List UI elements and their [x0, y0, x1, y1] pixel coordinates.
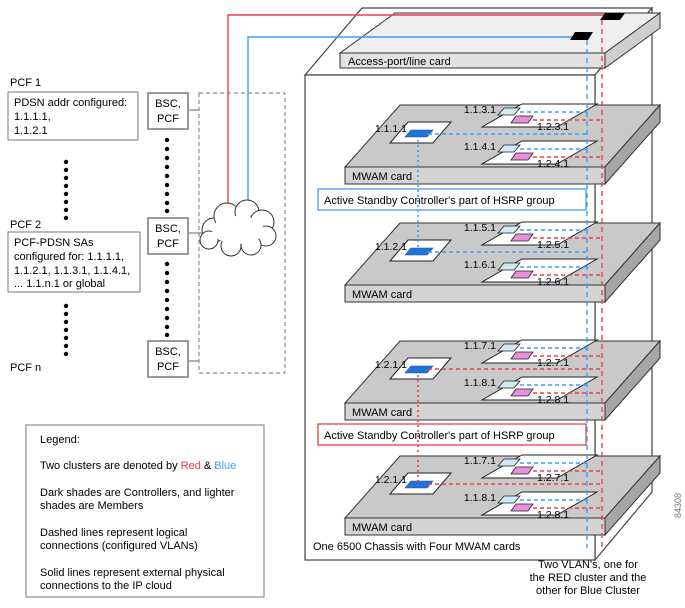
hsrp-red-box [317, 423, 587, 446]
card3-controller-ip: 1.2.1.1 [375, 359, 407, 371]
pcf1-label: PCF 1 [10, 77, 41, 89]
pcf-dots-2 [63, 303, 69, 357]
bsc2-line1: BSC, [155, 223, 181, 235]
bsc-box-3 [147, 340, 189, 378]
bsc1-line2: PCF [157, 113, 179, 125]
vlan-note-line2: the RED cluster and the [530, 572, 647, 584]
figure-number: 84308 [673, 493, 683, 518]
card2-controller-ip: 1.1.2.1 [375, 241, 407, 253]
vlan-note-line1: Two VLAN's, one for [538, 559, 638, 571]
card1-controller-ip: 1.1.1.1 [375, 123, 407, 135]
legend-clusters-line: Two clusters are denoted by Red & Blue [40, 460, 236, 472]
card3-member-a-blue-ip: 1.1.7.1 [464, 340, 496, 352]
card2-member-a-blue-ip: 1.1.5.1 [464, 222, 496, 234]
bsc3-line1: BSC, [155, 346, 181, 358]
red-uplink-port [600, 13, 625, 20]
ip-cloud [199, 199, 277, 257]
pcfn-label: PCF n [10, 362, 41, 374]
card1-member-a-blue-ip: 1.1.3.1 [464, 104, 496, 116]
card4-member-b-red-ip: 1.2.8.1 [537, 509, 569, 521]
pcf2-box [7, 231, 141, 293]
card4-member-a-blue-ip: 1.1.7.1 [464, 455, 496, 467]
legend-dashed-line2: connections (configured VLANs) [40, 540, 198, 552]
vlan-note-line3: other for Blue Cluster [536, 585, 640, 597]
card4-controller-ip: 1.2.1.1 [375, 474, 407, 486]
bsc-box-2 [147, 217, 189, 255]
pcf1-box-line1: PDSN addr configured: [14, 97, 127, 109]
card1-label: MWAM card [352, 171, 412, 183]
bsc2-line2: PCF [157, 238, 179, 250]
bsc-box-1 [147, 92, 189, 130]
card1-member-b-red-ip: 1.2.4.1 [537, 158, 569, 170]
hsrp-blue-label: Active Standby Controller's part of HSRP… [324, 195, 555, 207]
legend-box [25, 424, 265, 598]
hsrp-red-label: Active Standby Controller's part of HSRP… [324, 430, 555, 442]
card3-member-b-red-ip: 1.2.8.1 [537, 394, 569, 406]
legend-solid-line1: Solid lines represent external physical [40, 567, 225, 579]
pcf2-box-line3: 1.1.2.1, 1.1.3.1, 1.1.4.1, [14, 265, 130, 277]
legend-shades-line2: shades are Members [40, 500, 144, 512]
card2-member-a-red-ip: 1.2.5.1 [537, 239, 569, 251]
pcf2-label: PCF 2 [10, 219, 41, 231]
chassis-bottom-label: One 6500 Chassis with Four MWAM cards [313, 541, 521, 553]
card2-label: MWAM card [352, 289, 412, 301]
legend-solid-line2: connections to the IP cloud [40, 580, 172, 592]
blue-physical-line [247, 36, 578, 212]
red-physical-line [227, 14, 608, 216]
legend-dashed-line1: Dashed lines represent logical [40, 527, 187, 539]
card2-member-b-red-ip: 1.2.6.1 [537, 276, 569, 288]
pcf1-box-line2: 1.1.1.1, [14, 111, 51, 123]
card3-member-a-red-ip: 1.2.7.1 [537, 357, 569, 369]
bsc1-line1: BSC, [155, 98, 181, 110]
card2-member-b-blue-ip: 1.1.6.1 [464, 259, 496, 271]
card3-member-b-blue-ip: 1.1.8.1 [464, 377, 496, 389]
access-card-label: Access-port/line card [348, 56, 451, 68]
pcf2-box-line2: configured for: 1.1.1.1, [14, 251, 124, 263]
access-card-front-face [339, 52, 606, 69]
card1-member-b-blue-ip: 1.1.4.1 [464, 141, 496, 153]
pcf1-box [7, 91, 139, 141]
card1-member-a-red-ip: 1.2.3.1 [537, 121, 569, 133]
bsc-dots-2 [164, 261, 170, 338]
card4-member-b-blue-ip: 1.1.8.1 [464, 492, 496, 504]
hsrp-blue-box [317, 188, 587, 211]
card3-label: MWAM card [352, 407, 412, 419]
bsc3-line2: PCF [157, 361, 179, 373]
blue-uplink-port [570, 32, 593, 40]
vlan-boundary [198, 92, 286, 374]
bsc-dots-1 [164, 137, 170, 214]
legend-shades-line1: Dark shades are Controllers, and lighter [40, 487, 235, 499]
card4-member-a-red-ip: 1.2.7.1 [537, 472, 569, 484]
legend-title: Legend: [40, 434, 80, 446]
card4-label: MWAM card [352, 522, 412, 534]
pcf2-box-line4: ... 1.1.n.1 or global [14, 278, 105, 290]
pcf1-box-line3: 1.1.2.1 [14, 125, 48, 137]
pcf-dots-1 [63, 159, 69, 221]
pcf2-box-line1: PCF-PDSN SAs [14, 237, 94, 249]
